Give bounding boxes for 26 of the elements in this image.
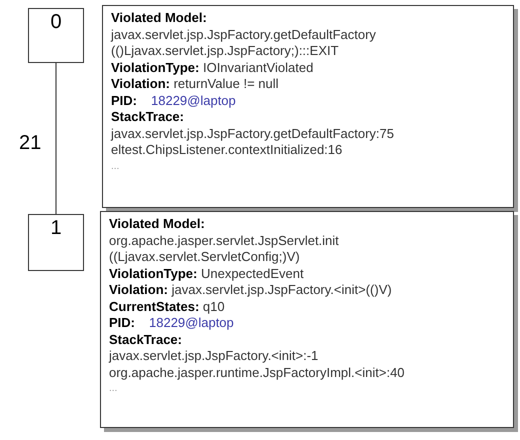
field-text: javax.servlet.jsp.JspFactory.getDefaultFactory (()Ljavax.servlet.jsp.JspFactory;):::EXIT (111, 26, 377, 60)
pid-link: 18229@laptop (151, 92, 236, 109)
field-text: javax.servlet.jsp.JspFactory.<init>:-1 (109, 348, 318, 364)
field-heading: StackTrace: (111, 109, 184, 126)
state-box (28, 8, 84, 63)
field-text: CurrentStates: q10 (109, 298, 225, 315)
field-text: ViolationType: IOInvariantViolated (111, 60, 314, 76)
field-text: javax.servlet.jsp.JspFactory.getDefaultFactory:75 (111, 126, 394, 142)
field-text: Violation: returnValue != null (111, 76, 279, 92)
ellipsis: ... (111, 160, 120, 174)
field-heading: Violated Model: (109, 216, 205, 232)
state-box (28, 214, 84, 271)
field-key: PID: (111, 92, 137, 109)
field-key: PID: (109, 315, 135, 332)
state-number: 1 (50, 216, 62, 240)
field-text: eltest.ChipsListener.contextInitialized:16 (111, 142, 342, 158)
field-text: Violation: javax.servlet.jsp.JspFactory.<init>(()V) (109, 282, 392, 298)
field-text: org.apache.jasper.runtime.JspFactoryImpl.<init>:40 (109, 364, 405, 381)
ellipsis: ... (109, 382, 118, 396)
field-text: ViolationType: UnexpectedEvent (109, 266, 304, 282)
state-number: 0 (50, 10, 62, 34)
field-text: org.apache.jasper.servlet.JspServlet.init ((Ljavax.servlet.ServletConfig;)V) (109, 232, 340, 266)
connector-line (55, 63, 57, 214)
field-heading: StackTrace: (109, 332, 182, 348)
field-heading: Violated Model: (111, 10, 207, 26)
pid-link: 18229@laptop (149, 315, 234, 332)
